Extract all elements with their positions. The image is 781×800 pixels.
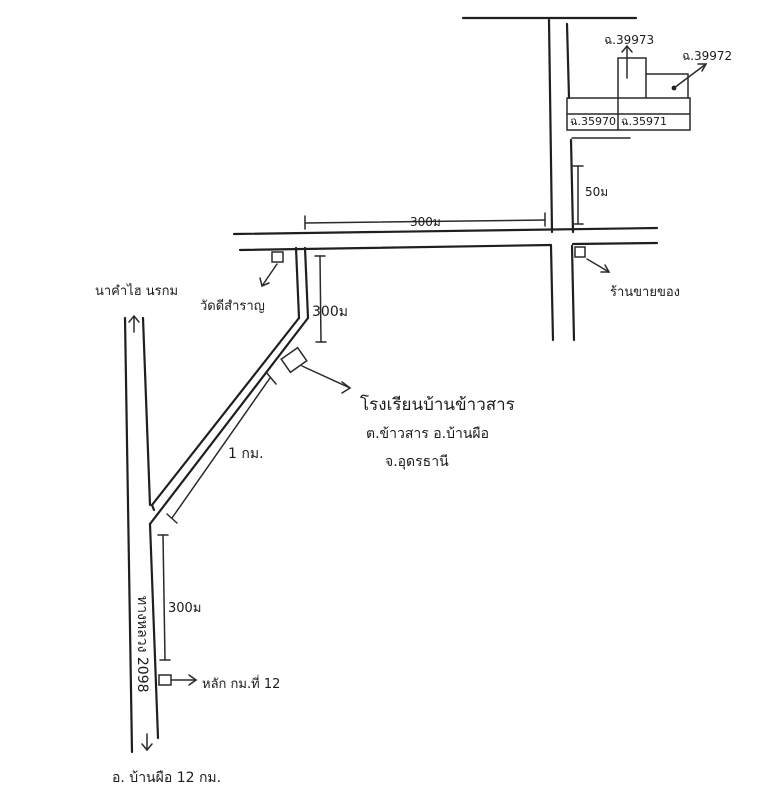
label-shop: ร้านขายของ [610, 285, 680, 300]
km-post-marker [158, 674, 198, 686]
label-highway: ทางหลวง 2098 [134, 596, 150, 693]
label-km-post: หลัก กม.ที่ 12 [202, 675, 280, 692]
label-south-destination: อ. บ้านผือ 12 กม. [112, 770, 221, 786]
label-dist-300m-top: 300ม [410, 215, 441, 229]
road-horizontal [232, 212, 659, 252]
parcel-block [566, 44, 708, 139]
label-dist-1km: 1 กม. [228, 446, 264, 462]
road-highway [123, 314, 171, 754]
label-school-address: ต.ข้าวสาร อ.บ้านผือ [366, 426, 489, 442]
label-dist-300m-main: 300ม [168, 601, 201, 616]
label-parcel-35970: ฉ.35970 [570, 115, 616, 128]
label-school-province: จ.อุดรธานี [385, 454, 449, 470]
shop-marker [574, 246, 611, 273]
road-top-vertical [461, 16, 638, 234]
label-temple: วัดดีสำราญ [200, 298, 265, 314]
label-parcel-35971: ฉ.35971 [621, 115, 667, 128]
label-dist-50m: 50ม [585, 185, 608, 199]
label-parcel-39973: ฉ.39973 [604, 33, 654, 47]
temple-marker [259, 251, 284, 288]
label-school-name: โรงเรียนบ้านข้าวสาร [360, 394, 515, 415]
road-lower-vertical [549, 244, 576, 342]
school-marker [280, 346, 352, 394]
label-north-destination: นาคำไฮ นรกม [95, 283, 178, 299]
road-diagonal [148, 246, 327, 526]
label-parcel-39972: ฉ.39972 [682, 49, 732, 63]
label-dist-300m-diag: 300ม [312, 304, 348, 320]
dimension-50m [572, 165, 584, 225]
